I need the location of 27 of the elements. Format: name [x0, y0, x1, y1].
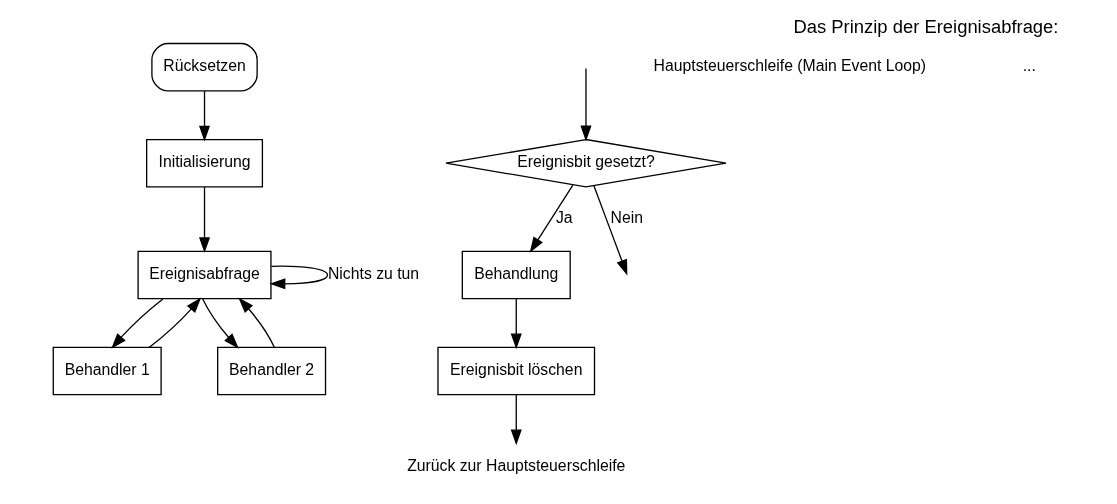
node-box: Initialisierung — [145, 138, 263, 188]
node-box: Behandler 1 — [52, 346, 162, 396]
node-box: Behandler 2 — [216, 346, 326, 396]
arrow — [269, 265, 328, 290]
node-box: Ereignisbit löschen — [436, 346, 595, 396]
arrow — [510, 298, 522, 350]
node-text: Zurück zur Hauptsteuerschleife — [406, 457, 625, 475]
arrow — [198, 90, 210, 142]
node-diamond: Ereignisbit gesetzt? — [444, 138, 727, 188]
edge-label: Nichts zu tun — [327, 265, 419, 283]
arrow — [237, 297, 275, 348]
label: ... — [1022, 57, 1036, 75]
label: Hauptsteuerschleife (Main Event Loop) — [653, 57, 926, 75]
arrow — [201, 298, 239, 349]
node-box: Ereignisabfrage — [136, 250, 272, 300]
arrow — [198, 186, 210, 254]
arrow — [110, 298, 164, 349]
arrow — [510, 394, 522, 446]
edge-label: Ja — [555, 209, 573, 227]
edge-label: Nein — [610, 209, 643, 227]
node-box: Rücksetzen — [150, 42, 258, 92]
arrow — [592, 184, 627, 276]
arrow — [148, 297, 201, 348]
diagram-title: Das Prinzip der Ereignisabfrage: — [792, 16, 1058, 38]
node-box: Behandlung — [461, 250, 571, 300]
arrow — [529, 184, 573, 253]
arrow — [579, 67, 591, 142]
